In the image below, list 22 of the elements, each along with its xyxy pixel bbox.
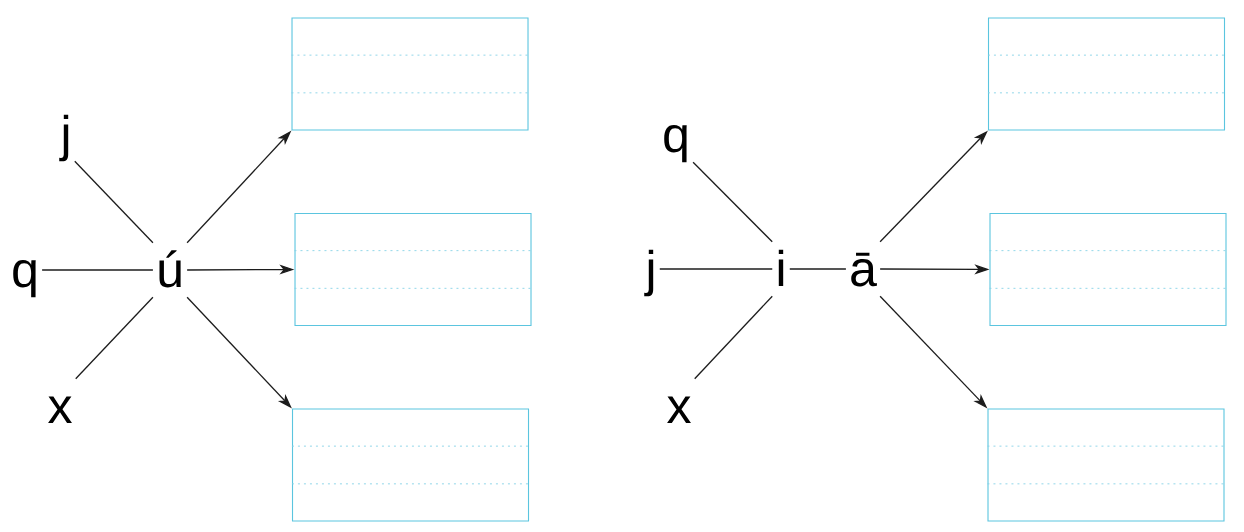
- answer-box: [294, 212, 532, 327]
- pinyin-letter: x: [48, 396, 72, 423]
- connector-line: [789, 268, 847, 270]
- answer-box: [987, 408, 1225, 522]
- connector-line: [659, 268, 773, 270]
- pinyin-letter: q: [13, 260, 36, 298]
- pinyin-letter: q: [664, 125, 687, 163]
- pinyin-letter: j: [644, 249, 654, 297]
- pinyin-letter: i: [778, 249, 784, 286]
- answer-box: [291, 17, 529, 131]
- answer-box: [987, 17, 1226, 131]
- pinyin-letter: j: [59, 114, 69, 162]
- pinyin-letter: ú: [159, 250, 181, 288]
- connector-line: [74, 160, 154, 244]
- pinyin-letter: ā: [851, 252, 877, 287]
- answer-box: [291, 408, 530, 522]
- connector-line: [75, 296, 154, 380]
- pinyin-letter: x: [667, 396, 691, 423]
- answer-box: [989, 212, 1227, 327]
- connector-line: [41, 269, 154, 271]
- connector-line: [692, 161, 773, 243]
- connector-line: [694, 295, 773, 380]
